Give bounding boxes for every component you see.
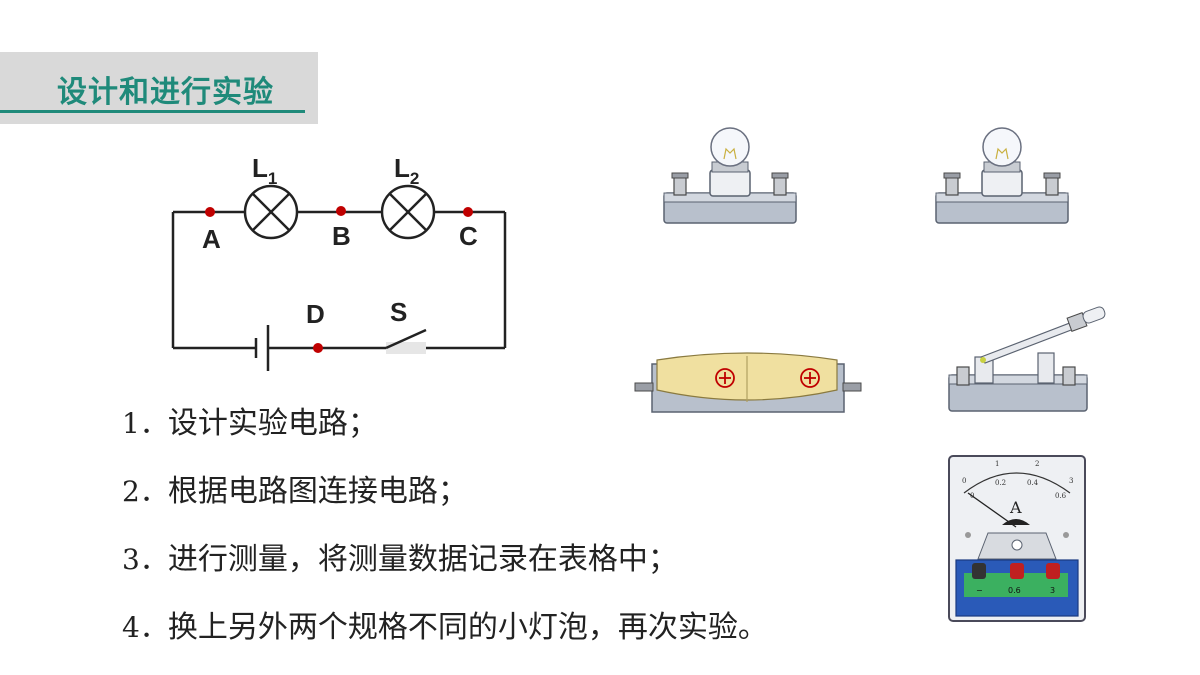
terminal-label: 0.6 bbox=[1008, 586, 1021, 595]
lamp-holder-image bbox=[663, 127, 797, 224]
scale-top-label: 1 bbox=[995, 460, 999, 468]
scale-top-label: 3 bbox=[1069, 477, 1073, 485]
lamp-l1-symbol bbox=[243, 184, 299, 240]
point-c-dot bbox=[463, 207, 473, 217]
circuit-diagram: L1 L2 A B C D S bbox=[171, 153, 507, 371]
point-a-label: A bbox=[202, 224, 221, 254]
list-item: 4．换上另外两个规格不同的小灯泡，再次实验。 bbox=[122, 610, 768, 645]
battery-box-image bbox=[634, 352, 862, 413]
lamp-holder-image bbox=[935, 127, 1069, 224]
page-title: 设计和进行实验 bbox=[57, 75, 274, 110]
lamp-l2-symbol bbox=[380, 184, 436, 240]
point-b-label: B bbox=[332, 221, 351, 251]
ammeter-unit: A bbox=[1009, 498, 1022, 517]
scale-bottom-label: 0.4 bbox=[1027, 479, 1039, 487]
terminal-label: 3 bbox=[1050, 586, 1055, 595]
battery-symbol bbox=[254, 325, 270, 371]
list-item: 1．设计实验电路； bbox=[122, 406, 378, 441]
scale-top-label: 0 bbox=[962, 477, 966, 485]
point-a-dot bbox=[205, 207, 215, 217]
point-d-dot bbox=[313, 343, 323, 353]
terminal-label: − bbox=[976, 586, 983, 595]
scale-bottom-label: 0.6 bbox=[1055, 492, 1067, 500]
title-underline bbox=[0, 110, 305, 113]
lamp1-label: L1 bbox=[252, 153, 277, 188]
point-b-dot bbox=[336, 206, 346, 216]
point-c-label: C bbox=[459, 221, 478, 251]
knife-switch-image bbox=[948, 306, 1106, 412]
switch-label: S bbox=[390, 297, 407, 327]
list-item: 2．根据电路图连接电路； bbox=[122, 474, 468, 509]
point-d-label: D bbox=[306, 299, 325, 329]
scale-bottom-label: 0.2 bbox=[995, 479, 1006, 487]
lamp2-label: L2 bbox=[394, 153, 419, 188]
scale-top-label: 2 bbox=[1035, 460, 1039, 468]
list-item: 3．进行测量，将测量数据记录在表格中； bbox=[122, 542, 678, 577]
switch-symbol bbox=[385, 328, 427, 354]
ammeter-image: 0 1 2 3 0 0.2 0.4 0.6 A − 0.6 3 bbox=[948, 455, 1086, 622]
